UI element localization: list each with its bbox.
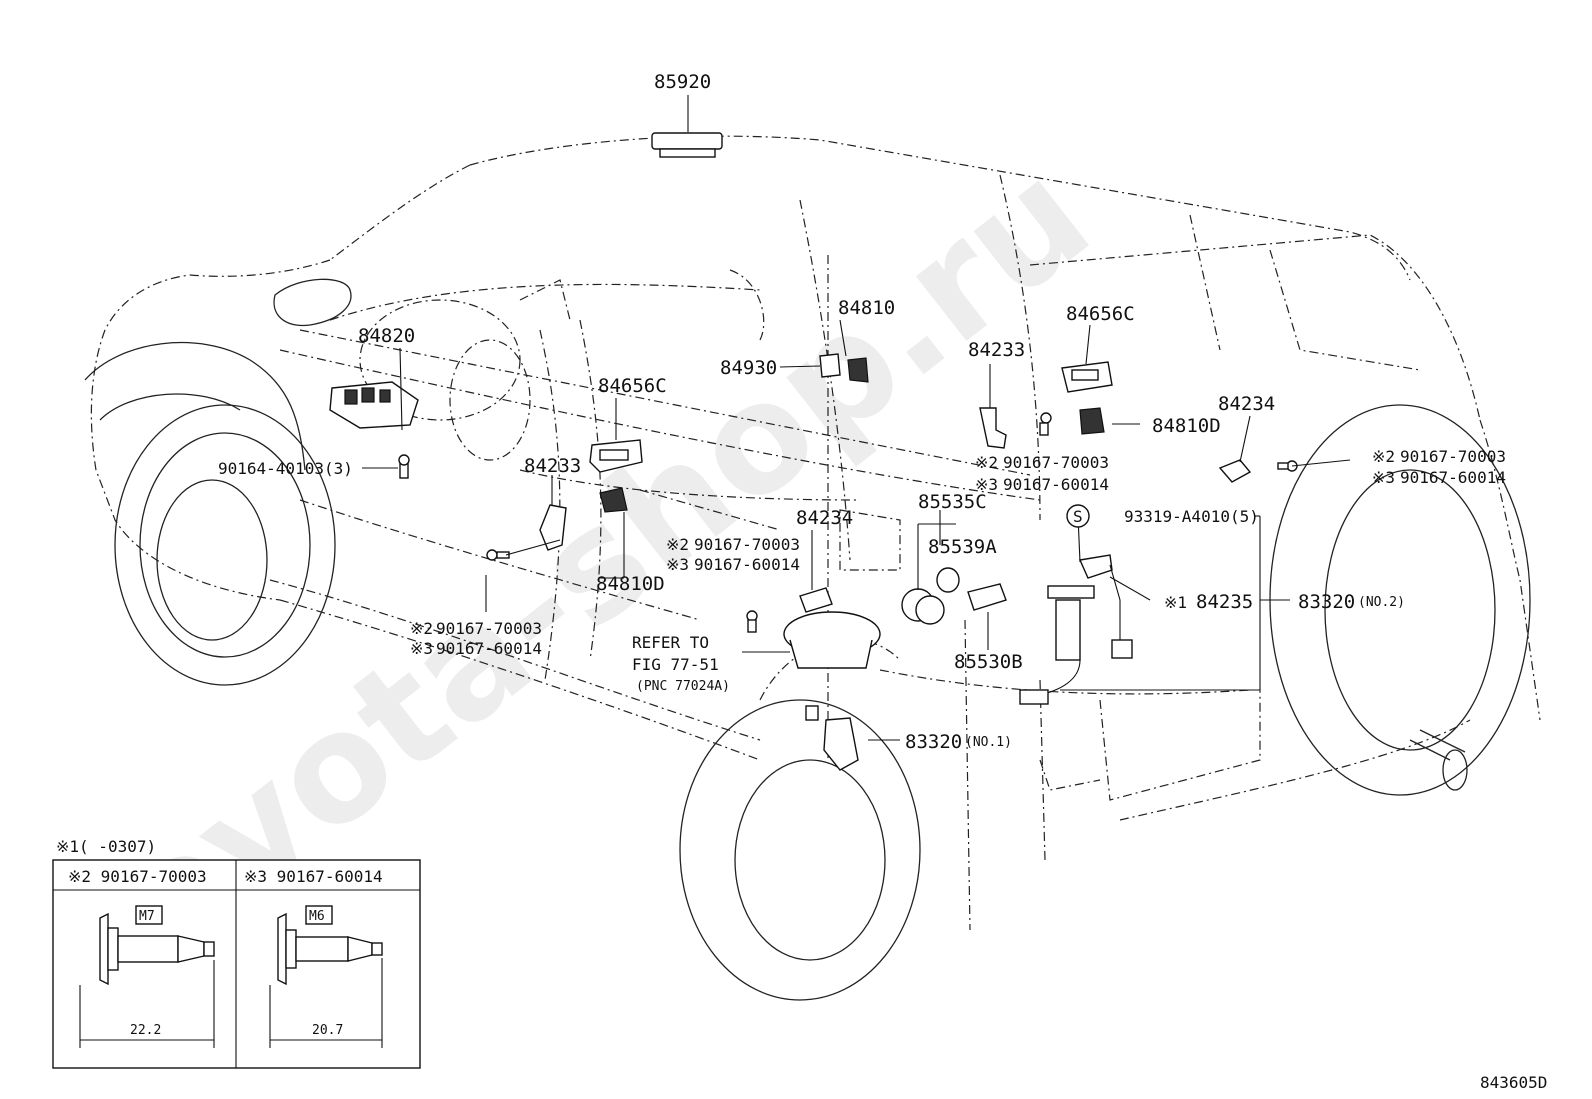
part-84234-mid-connector <box>799 587 833 613</box>
refer-line-1: REFER TO <box>632 633 709 652</box>
part-fuel-sender-assembly <box>783 611 881 771</box>
label-84235: 84235 <box>1196 591 1253 613</box>
diagram-code: 843605D <box>1480 1073 1547 1092</box>
fastener-legend: ※1( -0307) ※2 90167-70003 ※3 90167-60014… <box>52 837 421 1069</box>
svg-text:90167-60014: 90167-60014 <box>1400 468 1506 487</box>
svg-text:90167-70003: 90167-70003 <box>1003 453 1109 472</box>
s-mark-circle <box>1066 504 1090 528</box>
part-84820-master-switch <box>329 381 419 429</box>
refer-line-2: FIG 77-51 <box>632 655 719 674</box>
part-84235-sender <box>1078 554 1133 659</box>
label-90164: 90164-40103(3) <box>218 459 353 478</box>
legend-col2-size: M6 <box>309 909 325 924</box>
svg-text:90167-60014: 90167-60014 <box>1003 475 1109 494</box>
label-84930: 84930 <box>720 357 777 379</box>
part-84810D-front-switch <box>599 487 628 513</box>
label-83320-no1: 83320 <box>905 731 962 753</box>
svg-text:90167-70003: 90167-70003 <box>1400 447 1506 466</box>
part-85530B-plug <box>967 583 1007 611</box>
part-84656C-rear-bezel <box>1061 361 1113 393</box>
svg-text:※3: ※3 <box>666 555 689 574</box>
bolt-m6-drawing: M6 20.7 <box>269 905 383 1048</box>
label-84233-rear: 84233 <box>968 339 1025 361</box>
legend-col1-length: 22.2 <box>130 1023 161 1038</box>
part-84810D-rear-switch <box>1079 407 1105 435</box>
part-84656C-front-bezel <box>589 439 643 473</box>
part-84930-switch <box>819 353 869 383</box>
label-85530B: 85530B <box>954 651 1023 673</box>
label-84656C-rear: 84656C <box>1066 303 1135 325</box>
legend-col2-title: ※3 90167-60014 <box>244 867 383 886</box>
bolt-callout-rear-center: ※2 90167-70003 ※3 90167-60014 <box>975 453 1109 494</box>
s-mark-text: S <box>1073 507 1083 526</box>
svg-text:90167-60014: 90167-60014 <box>694 555 800 574</box>
svg-text:※2: ※2 <box>666 535 689 554</box>
legend-col1-title: ※2 90167-70003 <box>68 867 207 886</box>
svg-text:※2: ※2 <box>410 619 433 638</box>
label-84656C-front: 84656C <box>598 375 667 397</box>
svg-text:※3: ※3 <box>1372 468 1395 487</box>
part-84234-rear-connector <box>1218 459 1252 483</box>
label-84810: 84810 <box>838 297 895 319</box>
part-85920-roof-lamp <box>651 132 723 158</box>
label-84810D-rear: 84810D <box>1152 415 1221 437</box>
label-84234-mid: 84234 <box>796 507 853 529</box>
part-85539A-cap <box>936 567 960 593</box>
label-84820: 84820 <box>358 325 415 347</box>
label-84234-rear: 84234 <box>1218 393 1275 415</box>
part-84233-front-bracket <box>539 504 567 551</box>
refer-line-3: (PNC 77024A) <box>636 679 730 694</box>
legend-col1-size: M7 <box>139 909 155 924</box>
svg-text:※3: ※3 <box>410 639 433 658</box>
label-84810D-front: 84810D <box>596 573 665 595</box>
bolt-callout-front: ※2 90167-70003 ※3 90167-60014 <box>410 619 542 658</box>
part-labels: 85920 84820 84810 84656C 84930 84656C 84… <box>218 71 1547 1092</box>
legend-note: ※1( -0307) <box>56 837 156 856</box>
part-85535C-socket <box>901 588 945 625</box>
label-85535C: 85535C <box>918 491 987 513</box>
legend-col2-length: 20.7 <box>312 1023 343 1038</box>
label-83320-no2-suffix: (NO.2) <box>1358 595 1405 610</box>
label-85920: 85920 <box>654 71 711 93</box>
label-85539A: 85539A <box>928 536 997 558</box>
label-84233-front: 84233 <box>524 455 581 477</box>
part-90164-screw <box>398 454 410 479</box>
bolt-callout-rear-right: ※2 90167-70003 ※3 90167-60014 <box>1372 447 1506 487</box>
svg-text:※2: ※2 <box>1372 447 1395 466</box>
bolt-m7-drawing: M7 22.2 <box>79 905 215 1048</box>
screws <box>486 412 1298 633</box>
svg-text:90167-60014: 90167-60014 <box>436 639 542 658</box>
part-84233-rear-bracket <box>979 407 1007 449</box>
bolt-callout-mid: ※2 90167-70003 ※3 90167-60014 <box>666 535 800 574</box>
label-93319: 93319-A4010(5) <box>1124 507 1259 526</box>
part-83320-fuel-pump <box>1019 585 1095 705</box>
label-83320-no2: 83320 <box>1298 591 1355 613</box>
svg-text:90167-70003: 90167-70003 <box>694 535 800 554</box>
svg-text:※2: ※2 <box>975 453 998 472</box>
leader-lines <box>362 95 1351 741</box>
svg-text:※3: ※3 <box>975 475 998 494</box>
label-83320-no1-suffix: (NO.1) <box>965 735 1012 750</box>
svg-text:90167-70003: 90167-70003 <box>436 619 542 638</box>
mark1-84235: ※1 <box>1164 593 1187 612</box>
